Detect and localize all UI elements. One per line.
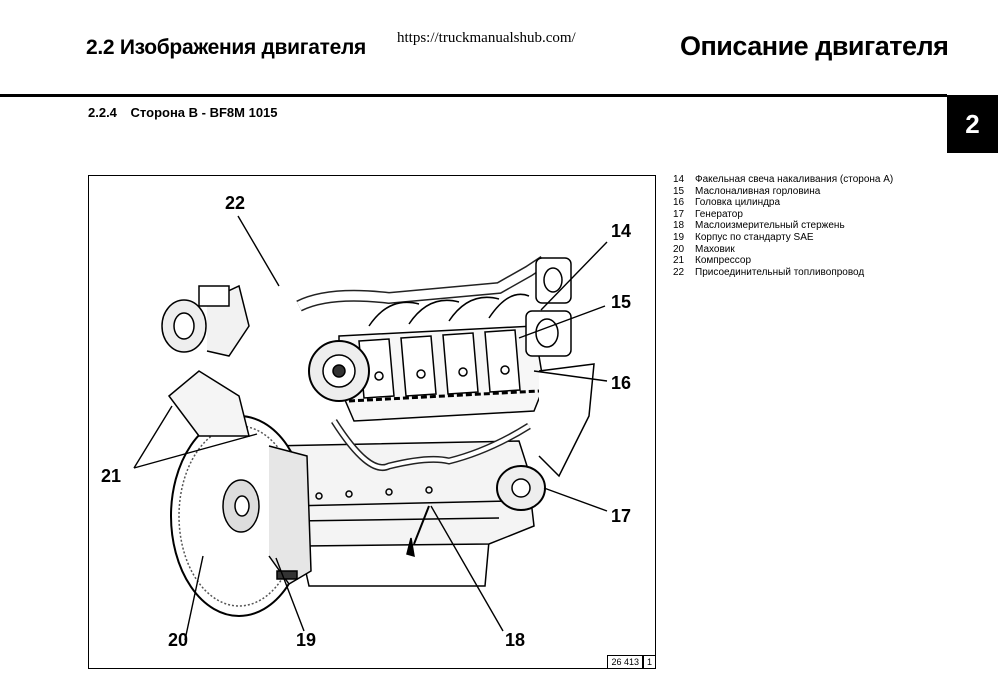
legend-number: 20	[673, 243, 685, 255]
list-item: 22 Присоединительный топливопровод	[673, 267, 893, 279]
callout-17: 17	[611, 506, 632, 526]
figure-reference: 26 413 1	[607, 655, 655, 668]
list-item: 18 Маслоизмерительный стержень	[673, 220, 893, 232]
callout-18: 18	[505, 630, 526, 650]
legend-text: Компрессор	[695, 255, 752, 267]
legend-number: 18	[673, 220, 685, 232]
callout-20: 20	[168, 630, 189, 650]
legend-number: 16	[673, 197, 685, 209]
list-item: 14 Факельная свеча накаливания (сторона A…	[673, 174, 893, 186]
legend-text: Присоединительный топливопровод	[695, 266, 865, 278]
legend-text: Факельная свеча накаливания (сторона A)	[695, 174, 894, 185]
legend-number: 21	[673, 255, 685, 267]
legend-text: Маслоналивная горловина	[695, 185, 821, 197]
source-url[interactable]: https://truckmanualshub.com/	[397, 30, 576, 46]
legend-text: Маховик	[695, 243, 735, 255]
callout-15: 15	[611, 292, 632, 312]
list-item: 16 Головка цилиндра	[673, 197, 893, 209]
legend-text: Маслоизмерительный стержень	[695, 220, 845, 232]
list-item: 15 Маслоналивная горловина	[673, 186, 893, 198]
chapter-title: Описание двигателя	[680, 31, 949, 61]
list-item: 20 Маховик	[673, 244, 893, 256]
legend-number: 17	[673, 208, 685, 220]
subsection-heading: 2.2.4 Сторона B - BF8M 1015	[88, 105, 278, 120]
section-title: 2.2 Изображения двигателя	[86, 36, 366, 59]
header-rule	[0, 94, 947, 97]
legend-text: Головка цилиндра	[695, 197, 781, 209]
legend-number: 15	[673, 185, 685, 197]
callout-16: 16	[611, 373, 632, 393]
callout-19: 19	[296, 630, 317, 650]
callout-22: 22	[225, 193, 246, 213]
legend-text: Корпус по стандарту SAE	[695, 231, 814, 243]
legend-number: 22	[673, 266, 685, 278]
legend-number: 19	[673, 231, 685, 243]
figure-ref-index: 1	[642, 655, 655, 668]
engine-figure: 22 14 15 16 21 17 20 19 18 26 413 1	[88, 175, 656, 669]
callout-14: 14	[611, 221, 632, 241]
callout-21: 21	[101, 466, 122, 486]
legend-text: Генератор	[695, 208, 743, 220]
subsection-number: 2.2.4	[88, 105, 117, 120]
list-item: 19 Корпус по стандарту SAE	[673, 232, 893, 244]
figure-ref-code: 26 413	[607, 655, 643, 668]
list-item: 17 Генератор	[673, 209, 893, 221]
list-item: 21 Компрессор	[673, 255, 893, 267]
chapter-tab: 2	[947, 95, 998, 153]
engine-illustration	[133, 215, 608, 641]
subsection-title: Сторона B - BF8M 1015	[130, 105, 278, 120]
legend-number: 14	[673, 174, 685, 185]
parts-legend: 14 Факельная свеча накаливания (сторона A…	[673, 174, 893, 278]
